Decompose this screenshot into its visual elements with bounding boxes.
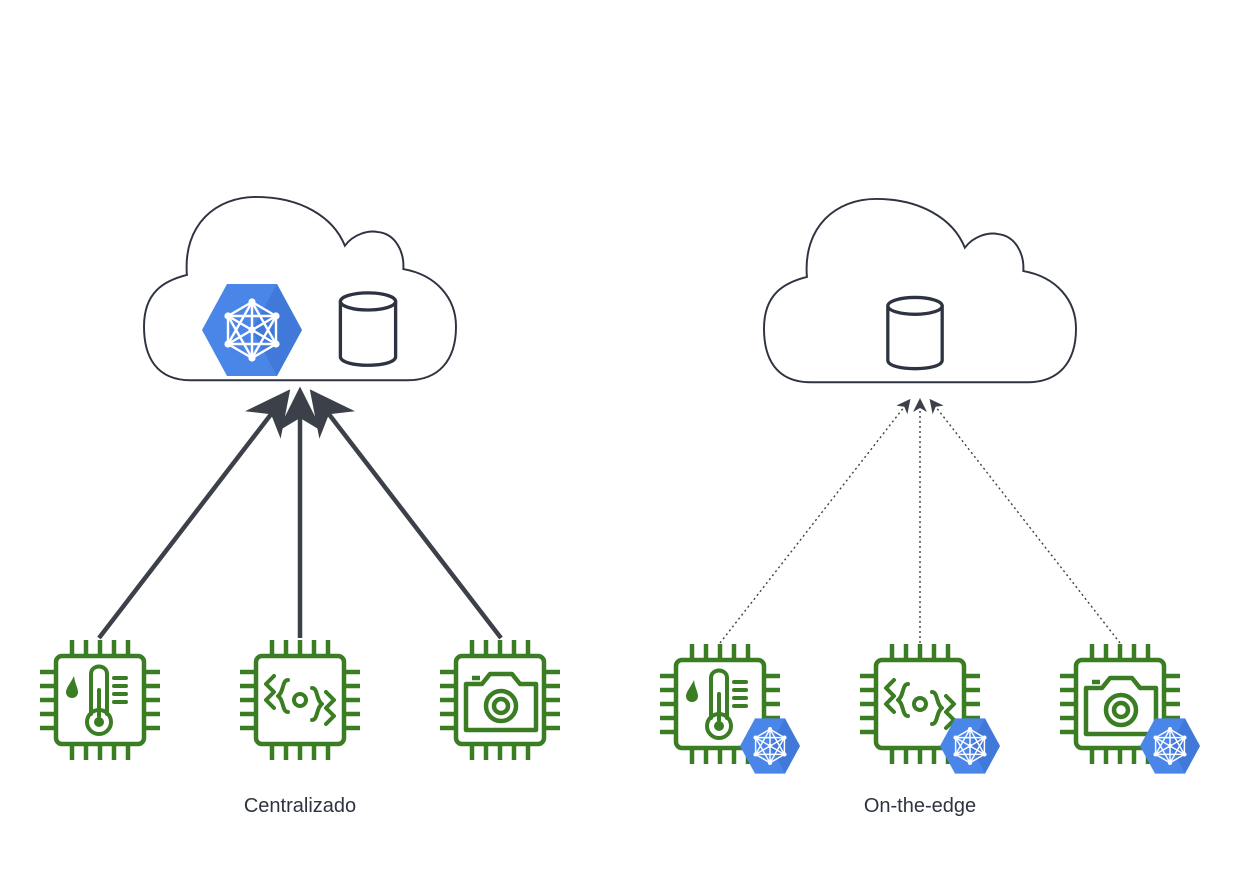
- database-cylinder-icon: [886, 295, 944, 371]
- cloud-icon: [143, 195, 457, 382]
- edge-panel: [660, 197, 1201, 775]
- data-flow-arrows: [97, 386, 503, 640]
- arrow-camera-to-cloud: [309, 389, 503, 640]
- camera-chip-icon: [440, 640, 560, 760]
- arrow-thermometer-to-cloud: [719, 398, 911, 644]
- data-flow-arrows: [719, 398, 1121, 644]
- arrow-thermometer-to-cloud: [97, 389, 291, 640]
- centralized-label: Centralizado: [243, 795, 357, 817]
- code-chip-icon: [240, 640, 360, 760]
- arrow-camera-to-cloud: [929, 398, 1121, 644]
- thermometer-chip-icon: [40, 640, 160, 760]
- database-cylinder-icon: [338, 291, 398, 367]
- centralized-panel: [40, 195, 560, 760]
- edge-label: On-the-edge: [863, 795, 977, 817]
